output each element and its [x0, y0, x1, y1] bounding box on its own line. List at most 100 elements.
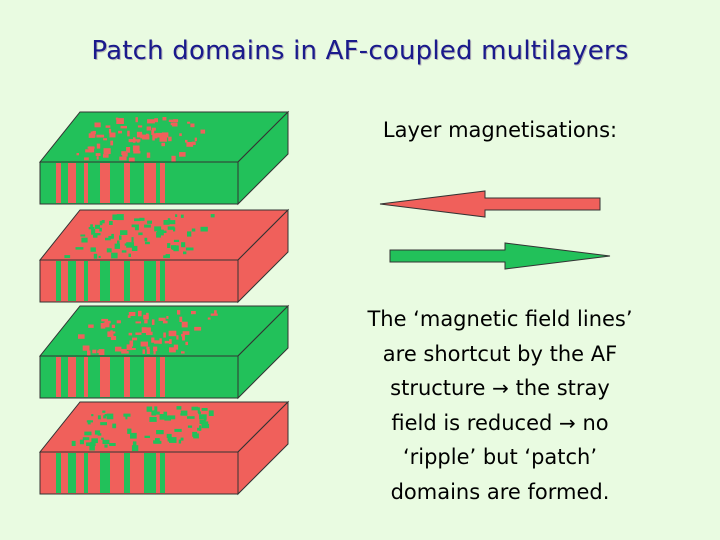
domain-patch [64, 255, 71, 259]
domain-patch [128, 157, 135, 163]
domain-stripe [144, 261, 156, 301]
domain-patch [144, 237, 148, 242]
domain-patch [116, 214, 124, 221]
domain-patch [101, 437, 104, 440]
domain-patch [103, 322, 110, 328]
domain-patch [91, 438, 98, 444]
domain-patch [167, 226, 175, 230]
domain-stripe [144, 163, 156, 203]
domain-patch [191, 311, 196, 315]
domain-patch [151, 337, 155, 343]
domain-stripe [84, 357, 88, 397]
domain-patch [210, 313, 218, 316]
domain-patch [144, 224, 151, 228]
domain-patch [151, 319, 155, 325]
domain-stripe [144, 357, 156, 397]
domain-patch [96, 156, 99, 160]
domain-patch [139, 217, 145, 221]
domain-patch [99, 227, 102, 232]
domain-patch [134, 218, 141, 222]
domain-stripe [84, 261, 88, 301]
domain-patch [108, 235, 114, 239]
domain-patch [100, 323, 106, 329]
domain-patch [159, 230, 167, 233]
domain-patch [187, 121, 191, 124]
domain-stripe [56, 357, 61, 397]
domain-patch [147, 119, 155, 124]
domain-patch [144, 435, 150, 438]
domain-patch [154, 226, 162, 232]
multilayer-stack-diagram [38, 110, 290, 496]
domain-patch [92, 349, 97, 354]
domain-patch [144, 327, 151, 333]
domain-patch [179, 133, 182, 137]
domain-patch [133, 139, 141, 142]
domain-patch [166, 316, 169, 319]
domain-patch [111, 252, 118, 259]
domain-patch [162, 320, 168, 324]
domain-patch [156, 430, 164, 435]
domain-patch [186, 142, 194, 147]
domain-patch [180, 437, 184, 441]
domain-patch [87, 420, 91, 425]
domain-stripe [160, 357, 165, 397]
domain-patch [98, 255, 101, 258]
domain-patch [183, 251, 187, 255]
domain-stripe [84, 163, 88, 203]
domain-patch [112, 423, 117, 429]
domain-patch [131, 224, 136, 228]
domain-patch [119, 156, 127, 161]
domain-patch [121, 351, 129, 354]
domain-patch [123, 413, 131, 417]
domain-patch [128, 139, 135, 143]
domain-patch [201, 423, 210, 429]
domain-patch [104, 444, 108, 448]
layer-slab [38, 304, 290, 400]
domain-patch [128, 332, 133, 336]
domain-patch [96, 143, 101, 149]
domain-patch [169, 347, 176, 353]
domain-patch [131, 237, 134, 243]
domain-patch [173, 119, 179, 123]
domain-patch [145, 241, 150, 245]
explanation-line: structure → the stray [320, 371, 680, 406]
domain-patch [200, 226, 208, 232]
domain-patch [91, 414, 94, 417]
domain-patch [82, 437, 90, 441]
domain-patch [109, 221, 113, 225]
domain-patch [125, 414, 128, 420]
domain-patch [104, 414, 109, 417]
domain-patch [141, 327, 147, 333]
domain-patch [94, 122, 101, 128]
domain-patch [110, 140, 114, 146]
domain-stripe [160, 163, 165, 203]
domain-patch [197, 427, 202, 431]
domain-patch [93, 253, 98, 259]
domain-patch [138, 310, 142, 317]
domain-patch [90, 247, 96, 252]
domain-patch [185, 341, 188, 346]
layer-slab [38, 400, 290, 496]
domain-patch [182, 331, 190, 335]
domain-patch [175, 214, 178, 217]
domain-stripe [100, 261, 110, 301]
domain-patch [146, 126, 151, 131]
domain-patch [133, 150, 141, 154]
domain-patch [127, 315, 131, 318]
domain-patch [146, 152, 151, 158]
domain-patch [101, 220, 105, 224]
domain-patch [187, 231, 192, 237]
explanation-fragment: the stray [515, 376, 610, 400]
domain-stripe [56, 261, 61, 301]
domain-patch [88, 324, 94, 328]
domain-patch [97, 415, 101, 420]
domain-patch [146, 312, 149, 319]
domain-patch [154, 118, 158, 123]
domain-patch [84, 431, 92, 436]
domain-patch [126, 147, 131, 153]
domain-patch [163, 332, 166, 338]
domain-patch [199, 419, 206, 424]
explanation-line: field is reduced → no [320, 406, 680, 441]
domain-patch [109, 443, 116, 446]
domain-patch [106, 248, 112, 253]
